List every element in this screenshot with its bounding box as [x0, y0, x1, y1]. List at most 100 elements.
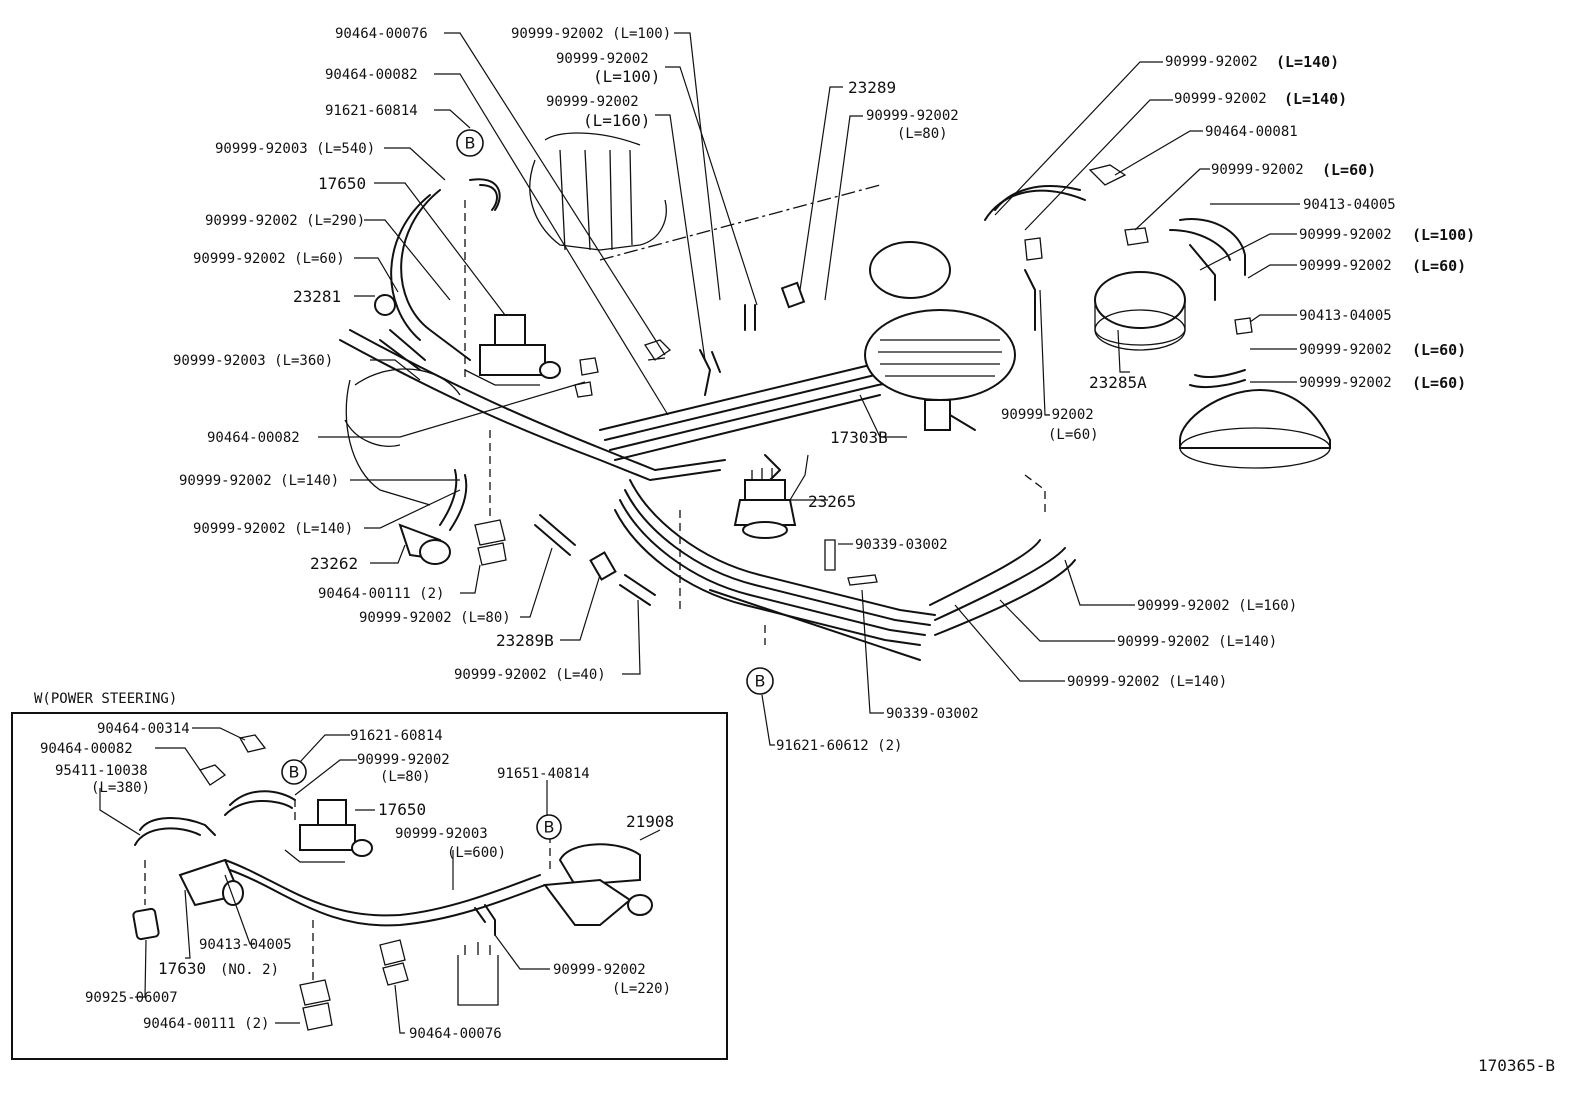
label-90999-92002-l140-b: 90999-92002 (L=140): [193, 521, 353, 537]
label-90413-04005-b: 90413-04005: [1299, 308, 1392, 324]
inset-label-l220: (L=220): [612, 981, 671, 997]
inset-label-no2: (NO. 2): [220, 962, 279, 978]
label-90999-92002-e: 90999-92002: [1165, 54, 1258, 70]
label-l60-j: (L=60): [1412, 341, 1466, 359]
label-23285A: 23285A: [1089, 373, 1147, 392]
label-90999-92002-l160-right: 90999-92002 (L=160): [1137, 598, 1297, 614]
inset-label-l600: (L=600): [447, 845, 506, 861]
inset-callout-b-b-letter: B: [544, 818, 555, 837]
diagram-id: 170365-B: [1478, 1056, 1555, 1075]
inset-title: W(POWER STEERING): [34, 691, 177, 707]
label-90999-92002-l60-left: 90999-92002 (L=60): [193, 251, 345, 267]
inset-label-90925-06007: 90925-06007: [85, 990, 178, 1006]
inset-label-90464-00111: 90464-00111 (2): [143, 1016, 269, 1032]
label-90464-00111: 90464-00111 (2): [318, 586, 444, 602]
label-l100-a: (L=100): [593, 67, 660, 86]
inset-dashed-guides: [144, 800, 551, 980]
inset-label-91621-60814: 91621-60814: [350, 728, 443, 744]
callout-b-top: B: [456, 129, 484, 157]
valve-23262: [398, 523, 451, 565]
label-17650: 17650: [318, 174, 366, 193]
label-23262: 23262: [310, 554, 358, 573]
label-90999-92002-l80: 90999-92002 (L=80): [359, 610, 511, 626]
inset-label-17650: 17650: [378, 800, 426, 819]
inset-callout-b-b: B: [536, 814, 562, 840]
label-90999-92002-b: 90999-92002: [546, 94, 639, 110]
inset-label-17630: 17630: [158, 959, 206, 978]
label-l60-k: (L=60): [1412, 374, 1466, 392]
label-90999-92002-a: 90999-92002: [556, 51, 649, 67]
label-23289B: 23289B: [496, 631, 554, 650]
label-l160: (L=160): [583, 111, 650, 130]
label-90999-92003-l540: 90999-92003 (L=540): [215, 141, 375, 157]
inset-labels: 90464-00314 90464-00082 95411-10038 (L=3…: [40, 721, 674, 1042]
label-90999-92002-l40: 90999-92002 (L=40): [454, 667, 606, 683]
sensor-23265: [733, 468, 797, 539]
label-l80-top: (L=80): [897, 126, 948, 142]
label-90339-03002-a: 90339-03002: [855, 537, 948, 553]
label-91621-60612: 91621-60612 (2): [776, 738, 902, 754]
label-90999-92002-l100-top: 90999-92002 (L=100): [511, 26, 671, 42]
label-90999-92002-k: 90999-92002: [1299, 375, 1392, 391]
leader-lines: [318, 32, 1300, 746]
label-90999-92002-l140-right-b: 90999-92002 (L=140): [1067, 674, 1227, 690]
label-90464-00082-mid: 90464-00082: [207, 430, 300, 446]
valve-23281: [374, 294, 396, 316]
inset-callout-b-a-letter: B: [289, 763, 300, 782]
label-90999-92002-d: 90999-92002: [1001, 407, 1094, 423]
engine-outline: [344, 132, 881, 506]
inset-drawing: [132, 734, 653, 1031]
label-90999-92002-i: 90999-92002: [1299, 258, 1392, 274]
filter-23289: [780, 281, 806, 309]
label-90413-04005-a: 90413-04005: [1303, 197, 1396, 213]
main-labels: 90464-00076 90464-00082 91621-60814 9099…: [173, 26, 1475, 754]
inset-label-90464-00082: 90464-00082: [40, 741, 133, 757]
vacuum-reservoir: [1094, 271, 1331, 469]
label-90464-00082-top: 90464-00082: [325, 67, 418, 83]
inset-label-l380: (L=380): [91, 780, 150, 796]
hose-segments: [379, 178, 1246, 606]
label-l100-h: (L=100): [1412, 226, 1475, 244]
inset-label-95411-10038: 95411-10038: [55, 763, 148, 779]
label-90999-92002-l290: 90999-92002 (L=290): [205, 213, 365, 229]
inset-label-l80: (L=80): [380, 769, 431, 785]
inset-label-91651-40814: 91651-40814: [497, 766, 590, 782]
label-91621-60814: 91621-60814: [325, 103, 418, 119]
label-90999-92002-f: 90999-92002: [1174, 91, 1267, 107]
dashed-guides: [464, 200, 1046, 645]
label-23289: 23289: [848, 78, 896, 97]
label-90999-92002-j: 90999-92002: [1299, 342, 1392, 358]
label-23265: 23265: [808, 492, 856, 511]
inset-label-90464-00314: 90464-00314: [97, 721, 190, 737]
inset-label-21908: 21908: [626, 812, 674, 831]
label-l140-e: (L=140): [1276, 53, 1339, 71]
inset-label-90999-92002-a: 90999-92002: [357, 752, 450, 768]
inset-leader-lines: [99, 727, 661, 1034]
callout-b-bottom-letter: B: [755, 672, 766, 691]
label-90999-92002-h: 90999-92002: [1299, 227, 1392, 243]
label-90999-92002-l140-right-a: 90999-92002 (L=140): [1117, 634, 1277, 650]
label-90464-00076: 90464-00076: [335, 26, 428, 42]
label-90464-00081: 90464-00081: [1205, 124, 1298, 140]
canister-housing: [864, 241, 1016, 431]
clamps: [474, 164, 1253, 586]
label-90999-92003-l360: 90999-92003 (L=360): [173, 353, 333, 369]
label-90999-92002-c: 90999-92002: [866, 108, 959, 124]
label-l140-f: (L=140): [1284, 90, 1347, 108]
label-l60-mid: (L=60): [1048, 427, 1099, 443]
filter-23289B: [589, 551, 617, 581]
label-23281: 23281: [293, 287, 341, 306]
inset-label-90999-92002-b: 90999-92002: [553, 962, 646, 978]
inset-label-90464-00076: 90464-00076: [409, 1026, 502, 1042]
label-l60-g: (L=60): [1322, 161, 1376, 179]
callout-b-bottom: B: [746, 667, 774, 695]
vsv-17650: [464, 314, 561, 386]
inset-frame: [11, 712, 728, 1060]
label-l60-i: (L=60): [1412, 257, 1466, 275]
label-90339-03002-b: 90339-03002: [886, 706, 979, 722]
label-17303B: 17303B: [830, 428, 888, 447]
inset-callout-b-a: B: [281, 759, 307, 785]
label-90999-92002-g: 90999-92002: [1211, 162, 1304, 178]
inset-label-90413-04005: 90413-04005: [199, 937, 292, 953]
